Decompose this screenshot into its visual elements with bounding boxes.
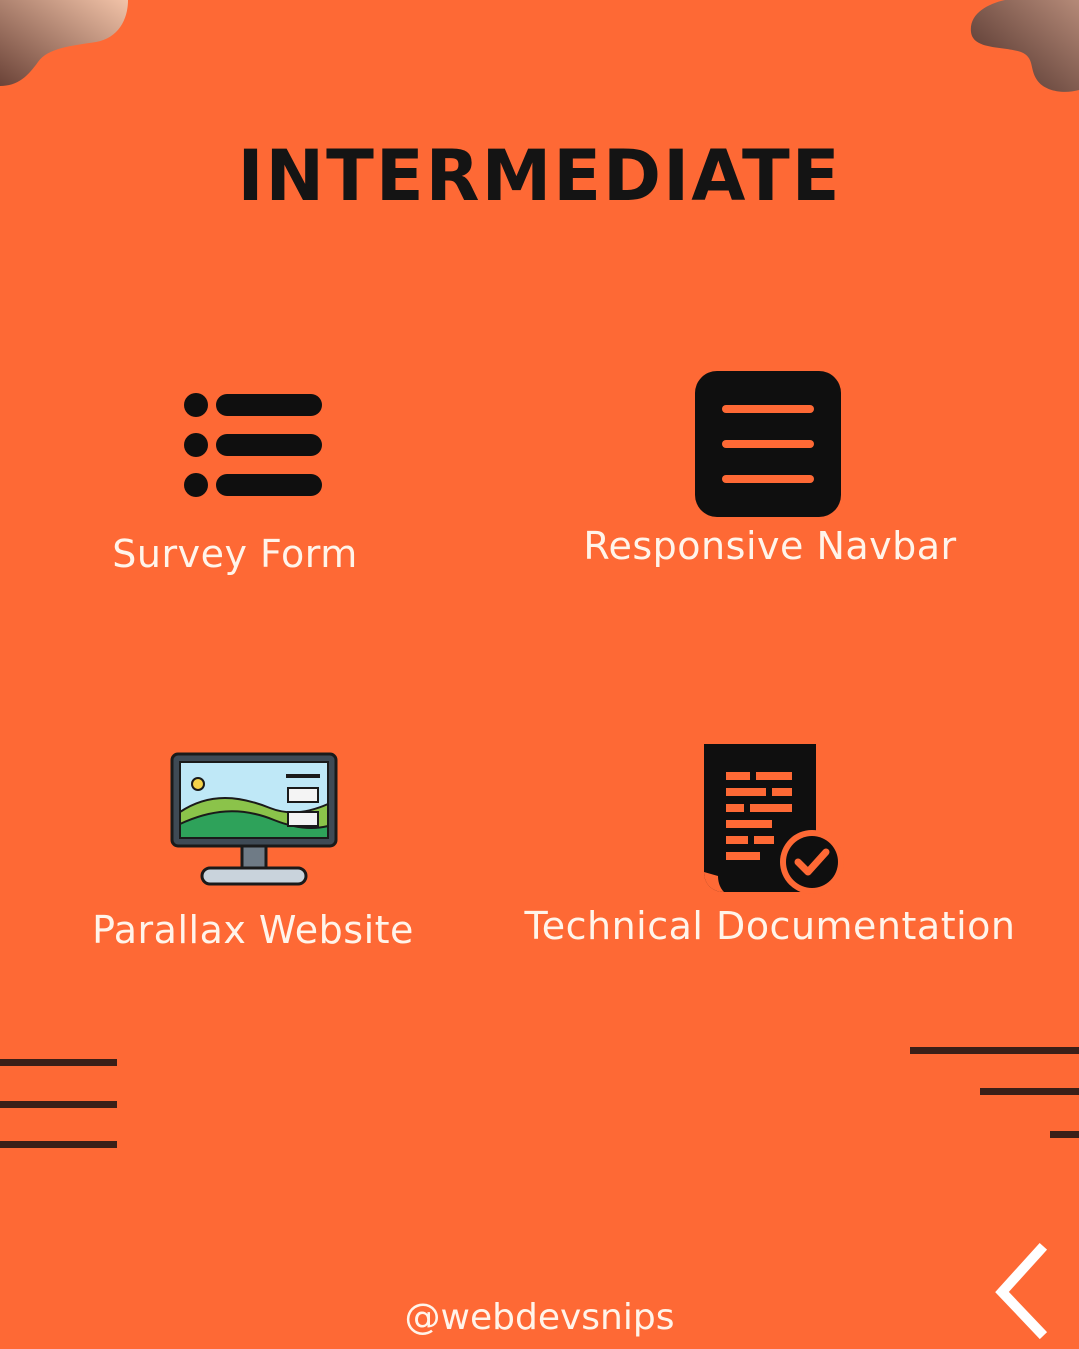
- page-title: INTERMEDIATE: [237, 135, 842, 217]
- item-label-technical-documentation: Technical Documentation: [524, 904, 1016, 948]
- hamburger-menu-icon: [695, 371, 841, 517]
- corner-blob-top-right: [970, 0, 1079, 92]
- item-label-parallax-website: Parallax Website: [92, 908, 414, 952]
- list-icon: [184, 393, 322, 497]
- footer-handle: @webdevsnips: [404, 1297, 675, 1338]
- monitor-landscape-icon: [170, 752, 338, 886]
- decorative-lines-right: [910, 1047, 1079, 1138]
- corner-blob-top-left: [0, 0, 128, 86]
- document-check-icon: [704, 744, 844, 894]
- chevron-left-icon[interactable]: [990, 1240, 1060, 1340]
- item-label-survey-form: Survey Form: [112, 532, 358, 576]
- decorative-lines-left: [0, 1059, 117, 1148]
- item-label-responsive-navbar: Responsive Navbar: [583, 524, 957, 568]
